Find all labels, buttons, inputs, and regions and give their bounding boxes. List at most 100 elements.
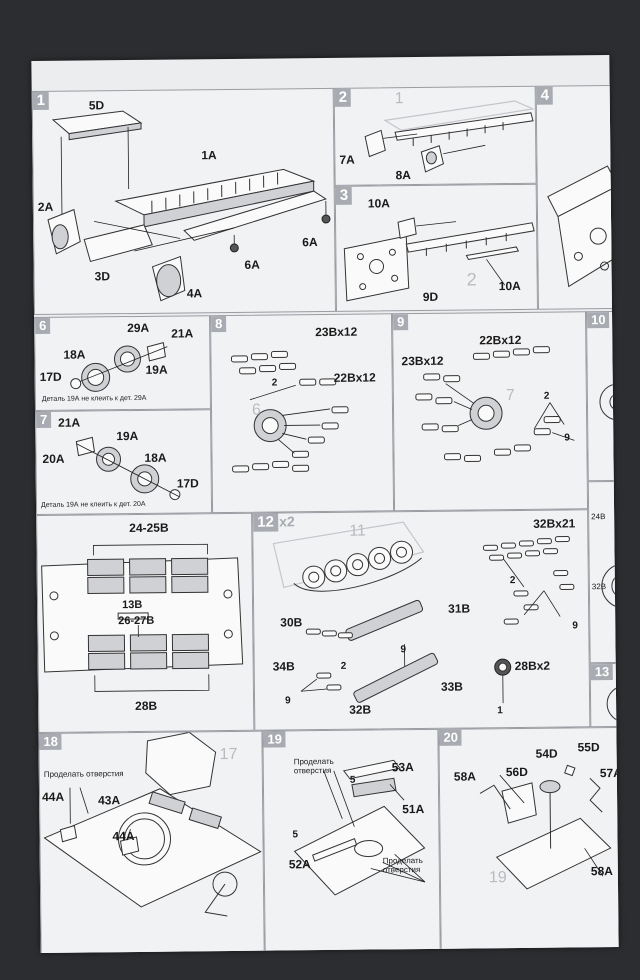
detail-9-a: 9 [572,620,578,632]
part-52a: 52A [288,857,311,872]
detail-2: 2 [271,377,278,389]
part-33b: 33B [440,679,464,694]
part-20a: 20A [42,451,65,466]
part-57a: 57A [599,765,619,781]
part-34b: 34B [272,659,295,674]
part-6a-right: 6A [302,235,318,250]
step-9-panel: 9 22Bx12 23Bx12 2 9 [392,311,589,512]
ghost-step-19: 19 [488,869,507,887]
part-53a: 53A [391,760,414,775]
part-58a-top: 58A [453,769,476,784]
part-3d: 3D [94,269,111,284]
detail-2: 2 [543,390,550,402]
step-12-panel: 12 x2 [252,509,591,731]
ghost-step-17: 17 [219,745,238,764]
detail-9: 9 [564,432,570,444]
step-1-panel: 1 [31,87,336,316]
step-19-panel: 19 Проделать отверстия 53A 5 51A 5 52A П… [262,728,441,953]
step-10-panel: 10 [585,310,619,482]
part-13b: 13B [121,598,143,612]
step-1-diagram [33,89,335,314]
drill-holes-note-top: Проделать отверстия [293,756,334,776]
step-3-diagram [336,185,537,311]
part-28b-x2: 28Bx2 [514,658,551,674]
part-43a: 43A [98,793,121,808]
part-56d: 56D [505,764,528,780]
step-9-diagram [393,312,587,510]
step-20-panel: 20 54D 55D 58A 56D 57A 58A 19 [438,726,619,951]
detail-9-c: 9 [285,695,291,707]
drill-holes-note: Проделать отверстия [43,769,124,779]
step-13-panel: 13 [589,662,619,728]
part-8a: 8A [395,168,411,183]
step-14-panel: 24B 32B [587,480,619,664]
step-4-diagram [537,86,619,309]
glue-note: Деталь 19А не клеить к дет. 29А [41,394,147,403]
part-32b: 32B [349,702,372,717]
part-9d: 9D [422,289,439,304]
part-31b: 31B [448,601,471,616]
part-10a-top: 10A [367,196,390,211]
detail-5-top: 5 [349,774,356,786]
part-29a: 29A [127,320,150,336]
step-7-diagram [36,410,211,514]
part-44a-center: 44A [112,829,135,844]
step-8-diagram [211,314,393,512]
part-1a: 1A [201,148,217,163]
step-4-panel: 4 [535,84,619,310]
step-11-panel: 24-25B 13B 26-27B 28B [36,512,255,734]
step-12-diagram [253,510,589,729]
step-19-diagram [263,730,439,952]
part-51a: 51A [402,801,425,817]
ghost-step-2: 2 [466,269,477,290]
detail-9-b: 9 [400,644,407,656]
part-18a: 18A [63,347,86,362]
step-8-panel: 8 23Bx12 22Bx12 2 6 [210,313,395,514]
part-24b: 24B [591,512,606,522]
part-21a: 21A [171,326,194,341]
part-23b-x12: 23Bx12 [315,324,358,340]
part-22b-x12: 22Bx12 [479,332,522,348]
part-30b: 30B [280,615,303,630]
part-21a: 21A [58,415,81,430]
part-4a: 4A [186,286,203,301]
part-26-27b: 26-27B [118,614,155,628]
part-44a-left: 44A [41,789,65,804]
detail-1: 1 [497,705,503,717]
part-6a-left: 6A [244,257,260,272]
part-2a: 2A [37,199,54,214]
ghost-step-1: 1 [394,90,404,108]
step-18-diagram [39,732,263,953]
part-10a-bottom: 10A [498,278,521,294]
ghost-step-7: 7 [505,387,515,405]
step-2-panel: 2 1 7A 8A [333,85,537,186]
part-23b-x12: 23Bx12 [401,353,444,369]
part-24-25b: 24-25B [129,520,169,536]
part-17d: 17D [176,476,199,491]
step-7-panel: 7 21A 19A 20A 18A 17D Деталь 19А не клеи… [35,409,213,516]
part-7a: 7A [339,152,355,167]
detail-2-a: 2 [509,575,516,587]
step-3-panel: 3 10A 9D 10A 2 [334,183,538,312]
part-32b: 32B [591,582,607,592]
part-28b: 28B [135,698,158,713]
glue-note: Деталь 19А не клеить к дет. 20А [40,500,146,509]
step-11-diagram [37,514,253,732]
step-18-panel: 18 17 Проделать отверстия 44A 43A 44A [38,730,265,954]
part-18a: 18A [144,450,167,465]
step-14-diagram [589,482,619,662]
part-22b-x12: 22Bx12 [333,370,376,385]
part-58a-bottom: 58A [590,864,613,879]
step-6-panel: 6 29A 21A 18A 19A 17D Деталь 19А не клеи… [34,315,212,412]
ghost-step-11: 11 [349,522,366,540]
step-6-diagram [35,316,210,410]
part-19a: 19A [145,362,168,377]
part-54d: 54D [535,746,558,761]
instruction-sheet: 1 [31,54,619,954]
part-32b-x21: 32Bx21 [533,516,576,531]
part-55d: 55D [577,740,600,755]
part-17d: 17D [39,369,62,384]
detail-5-left: 5 [292,829,299,841]
drill-holes-note-bottom: Проделать отверстия [382,855,423,875]
step-10-diagram [587,312,619,480]
